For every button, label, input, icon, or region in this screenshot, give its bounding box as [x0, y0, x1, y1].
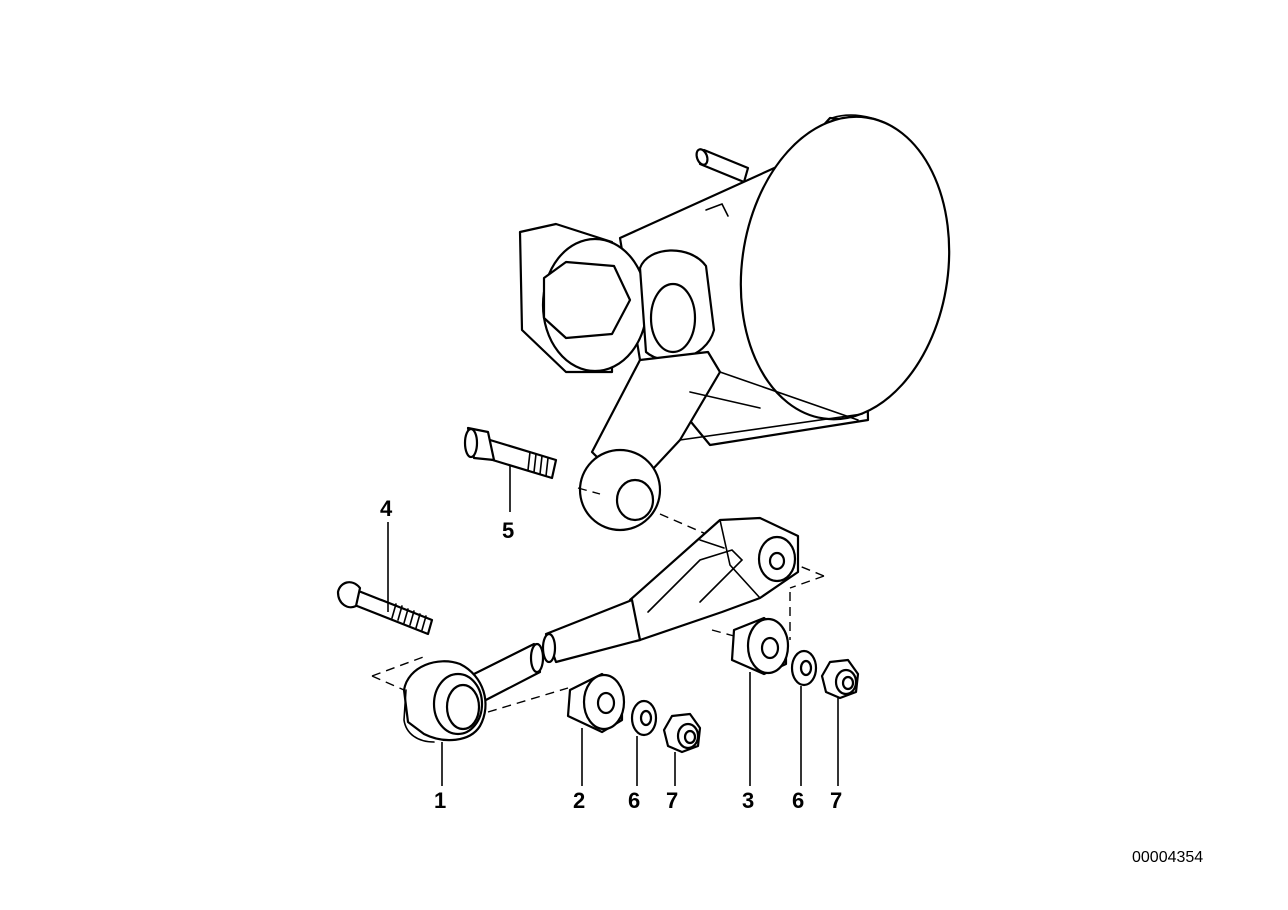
final-drive-housing: [518, 114, 951, 532]
callout-4: 4: [380, 496, 393, 521]
callout-6-right: 6: [792, 788, 804, 813]
nut-7-right: 7: [820, 658, 860, 813]
bolt-5: 5: [463, 426, 558, 543]
callout-1: 1: [434, 788, 446, 813]
document-number: 00004354: [1132, 849, 1203, 866]
nut-7-left: 7: [662, 712, 702, 813]
callout-7-left: 7: [666, 788, 678, 813]
assembly-line-right: [711, 592, 791, 640]
torque-link-1: 1: [402, 516, 800, 813]
callout-2: 2: [573, 788, 585, 813]
washer-6-right: 6: [790, 649, 818, 813]
assembly-line-left: [371, 655, 569, 713]
callout-5: 5: [502, 518, 514, 543]
bushing-3: 3: [730, 616, 790, 813]
bushing-2: 2: [566, 672, 626, 813]
washer-6-left: 6: [628, 699, 658, 813]
callout-7-right: 7: [830, 788, 842, 813]
callout-6-left: 6: [628, 788, 640, 813]
bolt-4: 4: [336, 496, 434, 636]
callout-3: 3: [742, 788, 754, 813]
